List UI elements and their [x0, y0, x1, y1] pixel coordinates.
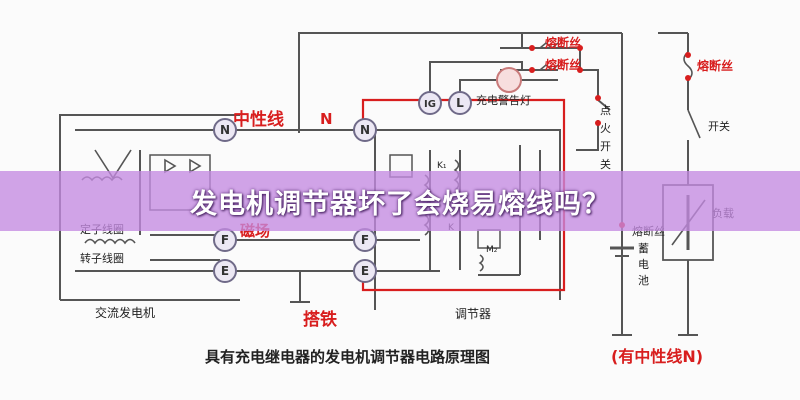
diagram-caption-note: (有中性线N) [611, 347, 703, 366]
terminal-n-gen: N [220, 123, 230, 137]
fuse3-label: 熔断丝 [697, 58, 733, 73]
terminals [213, 91, 472, 283]
terminal-ig: IG [424, 99, 436, 110]
neutral-wire-label: 中性线 [233, 109, 284, 130]
fuse-dots [529, 45, 691, 228]
terminal-e-reg: E [361, 264, 369, 278]
terminal-labels: N F E N F E IG L [220, 96, 464, 278]
charge-lamp-label: 充电警告灯 [476, 93, 531, 107]
page-title: 发电机调节器坏了会烧易熔线吗？ [190, 188, 610, 220]
circuit-wires [59, 32, 698, 336]
terminal-n-reg: N [360, 123, 370, 137]
regulator-label: 调节器 [455, 307, 491, 321]
battery-label-3: 池 [638, 274, 649, 287]
title-banner: 发电机调节器坏了会烧易熔线吗？ [0, 171, 800, 231]
switch-label: 开关 [708, 119, 730, 133]
ignition-switch-label-3: 开 [600, 140, 611, 153]
ignition-switch-label-4: 关 [600, 157, 611, 171]
k1-label: K₁ [437, 161, 447, 171]
red-labels: 中性线 N 磁场 搭铁 熔断丝 熔断丝 熔断丝 [233, 35, 733, 330]
battery-label-1: 蓄 [638, 242, 649, 255]
m2-label: M₂ [486, 245, 498, 255]
fuse2-label: 熔断丝 [545, 57, 581, 72]
diagram-caption: 具有充电继电器的发电机调节器电路原理图 [205, 348, 490, 366]
ignition-switch-label-2: 火 [600, 122, 611, 135]
terminal-f-gen: F [221, 233, 229, 247]
alternator-label: 交流发电机 [95, 305, 155, 320]
fuse1-label: 熔断丝 [545, 35, 581, 50]
n-top-label: N [320, 110, 333, 128]
ignition-switch-label-1: 点 [600, 104, 611, 117]
terminal-l: L [456, 96, 464, 110]
rotor-label: 转子线圈 [80, 251, 124, 265]
ground-label: 搭铁 [303, 309, 337, 330]
charge-lamp-icon [496, 67, 522, 93]
terminal-f-reg: F [361, 233, 369, 247]
terminal-e-gen: E [221, 264, 229, 278]
battery-label-2: 电 [638, 258, 649, 271]
